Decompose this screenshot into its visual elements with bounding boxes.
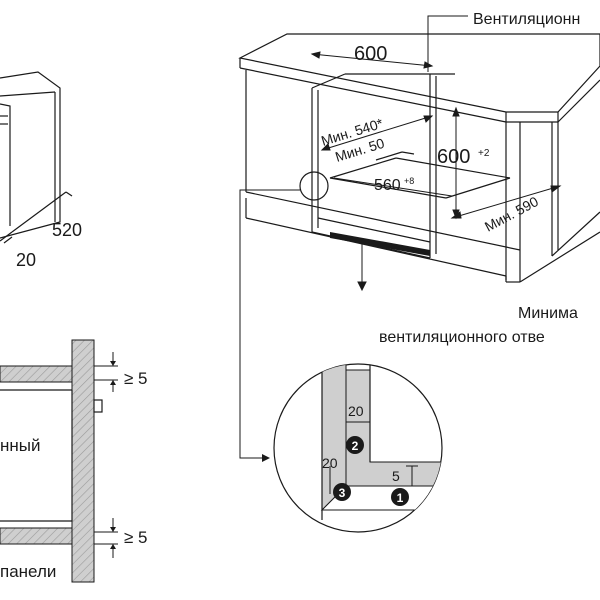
detail-leader-arrow xyxy=(262,454,270,462)
min-590-label: Мин. 590 xyxy=(482,193,541,235)
ventilation-title: Вентиляционн xyxy=(473,11,580,28)
depth-20-label: 20 xyxy=(16,250,36,270)
left-text-1: нный xyxy=(0,436,41,455)
depth-520-label: 520 xyxy=(52,220,82,240)
oven-side-view xyxy=(0,71,73,244)
detail-20-left: 20 xyxy=(322,455,338,471)
gap-bottom-label: ≥ 5 xyxy=(124,528,148,547)
detail-marker xyxy=(299,171,329,201)
detail-5: 5 xyxy=(392,468,400,484)
min-opening-line2: вентиляционного отве xyxy=(379,329,545,346)
min-opening-line1: Минима xyxy=(518,305,578,322)
width-560-tolerance: +8 xyxy=(404,176,414,186)
gap-top-label: ≥ 5 xyxy=(124,369,148,388)
detail-leader xyxy=(239,189,300,459)
detail-20-top: 20 xyxy=(348,403,364,419)
detail-enlarged-view xyxy=(273,363,443,533)
width-560-label: 560 xyxy=(374,177,401,194)
cabinet-dimensions xyxy=(310,15,562,292)
marker-2: 2 xyxy=(352,439,359,453)
cabinet-isometric xyxy=(238,33,600,283)
left-text-2: панели xyxy=(0,562,56,581)
width-600-label: 600 xyxy=(354,43,387,65)
height-600-label: 600 xyxy=(437,146,470,168)
marker-1: 1 xyxy=(397,491,404,505)
panel-section xyxy=(0,339,118,583)
height-600-tolerance: +2 xyxy=(478,148,490,159)
marker-3: 3 xyxy=(339,486,346,500)
